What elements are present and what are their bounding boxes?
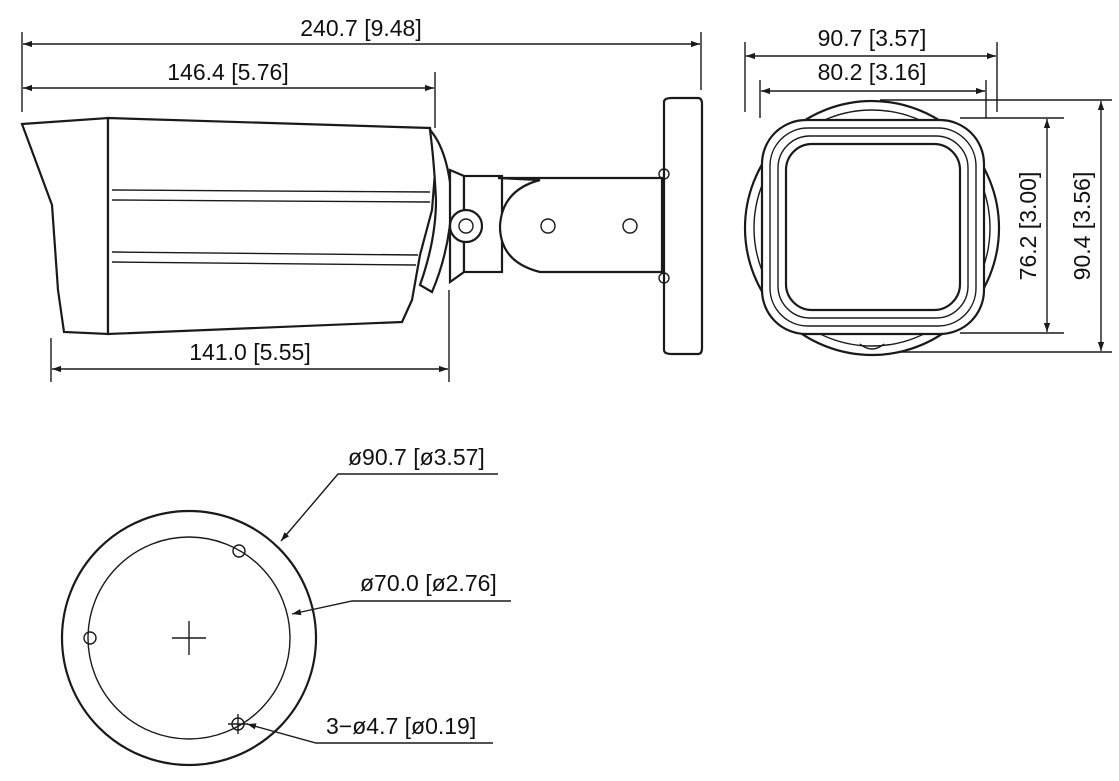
mounting-hole (83, 631, 97, 645)
bracket-arm (497, 176, 664, 274)
pivot-knob (448, 208, 484, 244)
inner-width-label: 80.2 [3.16] (818, 59, 927, 85)
wall-base-plate (662, 96, 704, 356)
housing-length-label: 146.4 [5.76] (167, 59, 289, 85)
mounting-hole (232, 544, 246, 558)
base-screw-icon (658, 168, 670, 180)
outer-diameter-label: ø90.7 [ø3.57] (348, 444, 485, 470)
front-glass-frame (777, 135, 969, 319)
body-length-label: 141.0 [5.55] (189, 339, 311, 365)
base-view: ø90.7 [ø3.57] ø70.0 [ø2.76] 3−ø4.7 [ø0.1… (60, 444, 511, 767)
front-housing-ring (753, 109, 991, 347)
outer-height-label: 90.4 [3.56] (1069, 172, 1095, 281)
hole-diameter-label: 3−ø4.7 [ø0.19] (326, 713, 476, 739)
front-drain-tab (859, 343, 885, 350)
pivot-screw-icon (458, 218, 474, 234)
leader-hole-diameter (246, 723, 493, 744)
leader-bolt-circle (291, 600, 511, 616)
base-screw-icon (658, 272, 670, 284)
sun-shield (20, 116, 110, 336)
body-groove (111, 199, 431, 203)
base-bolt-circle (87, 536, 291, 740)
bolt-circle-label: ø70.0 [ø2.76] (360, 570, 497, 596)
side-view: 240.7 [9.48] 146.4 [5.76] 141.0 [5.55] (20, 15, 704, 382)
body-groove (111, 251, 419, 256)
arm-screw-icon (540, 218, 556, 234)
front-bezel-inner (769, 127, 977, 327)
leader-outer-diameter (280, 473, 498, 542)
inner-height-label: 76.2 [3.00] (1015, 172, 1041, 281)
camera-body (106, 116, 438, 336)
body-groove (111, 189, 431, 193)
overall-length-label: 240.7 [9.48] (300, 15, 422, 41)
lens-edge (51, 204, 59, 291)
arm-screw-icon (622, 218, 638, 234)
body-groove (111, 261, 417, 266)
hood-edge (21, 123, 53, 206)
outer-width-label: 90.7 [3.57] (818, 25, 927, 51)
front-view: 90.7 [3.57] 80.2 [3.16] 76.2 [3.00] 90.4… (743, 25, 1112, 357)
front-glass (784, 142, 962, 312)
